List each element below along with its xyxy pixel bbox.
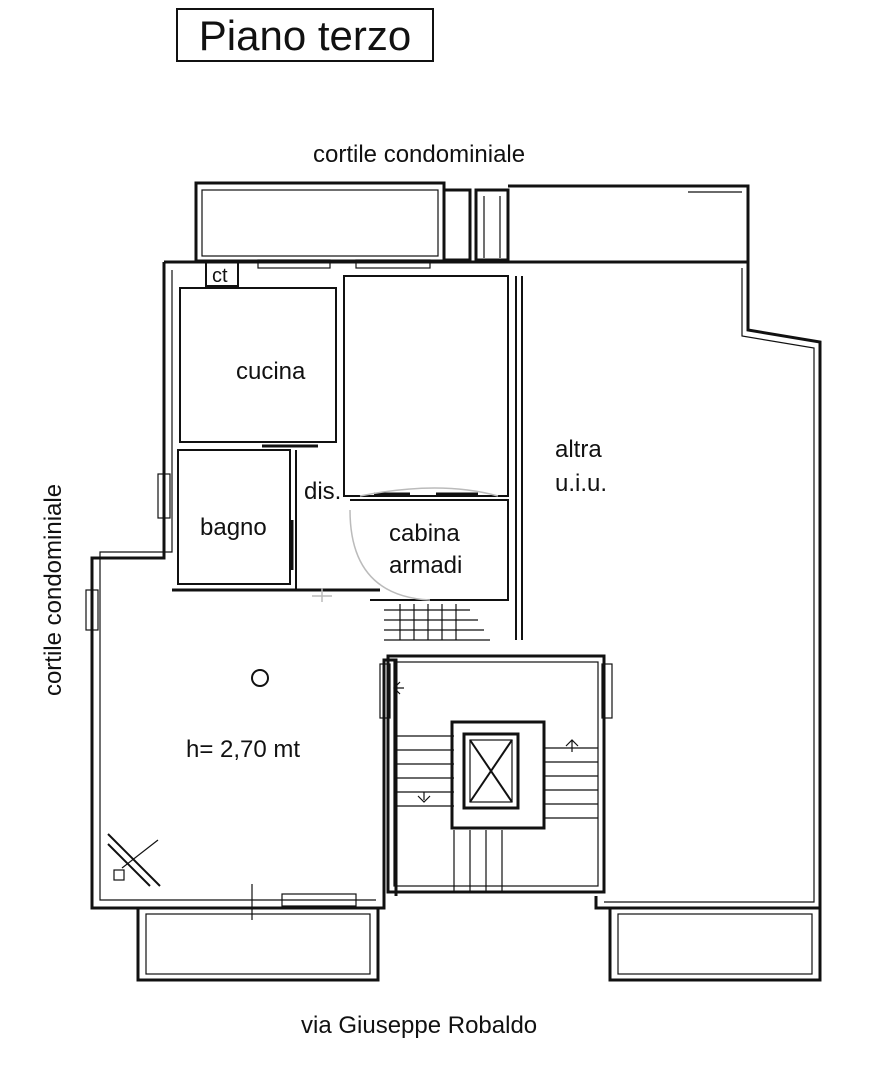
other-unit-label-line1: altra [555, 436, 602, 463]
closet-label-line1: cabina [389, 520, 460, 547]
ct-label: ct [212, 265, 228, 287]
courtyard-top-label: cortile condominiale [313, 141, 526, 168]
stair-treads-right [544, 747, 598, 819]
other-unit-label-line2: u.i.u. [555, 470, 608, 497]
balcony-walls [136, 906, 380, 982]
elevator-shaft [462, 732, 520, 810]
top-terrace-walls [194, 181, 750, 264]
bathroom-label: bagno [200, 514, 267, 541]
kitchen-label: cucina [236, 358, 306, 385]
interior-walls [172, 275, 523, 640]
stair-treads-left [396, 735, 454, 807]
courtyard-left-label: cortile condominiale [40, 483, 67, 697]
plan-title: Piano terzo [198, 12, 412, 59]
door-swings [312, 487, 499, 602]
stair-treads-top [384, 604, 490, 641]
ceiling-light-icon [251, 669, 269, 687]
title-frame: Piano terzo [176, 8, 434, 62]
stair-treads-bottom [453, 830, 503, 892]
stairwell [384, 604, 606, 894]
living-room-corner-detail [107, 833, 161, 887]
other-unit-walls [594, 262, 822, 982]
hallway-label: dis. [304, 478, 342, 505]
closet-label-line2: armadi [389, 552, 463, 579]
ceiling-height-label: h= 2,70 mt [186, 736, 301, 763]
street-label: via Giuseppe Robaldo [301, 1012, 538, 1039]
